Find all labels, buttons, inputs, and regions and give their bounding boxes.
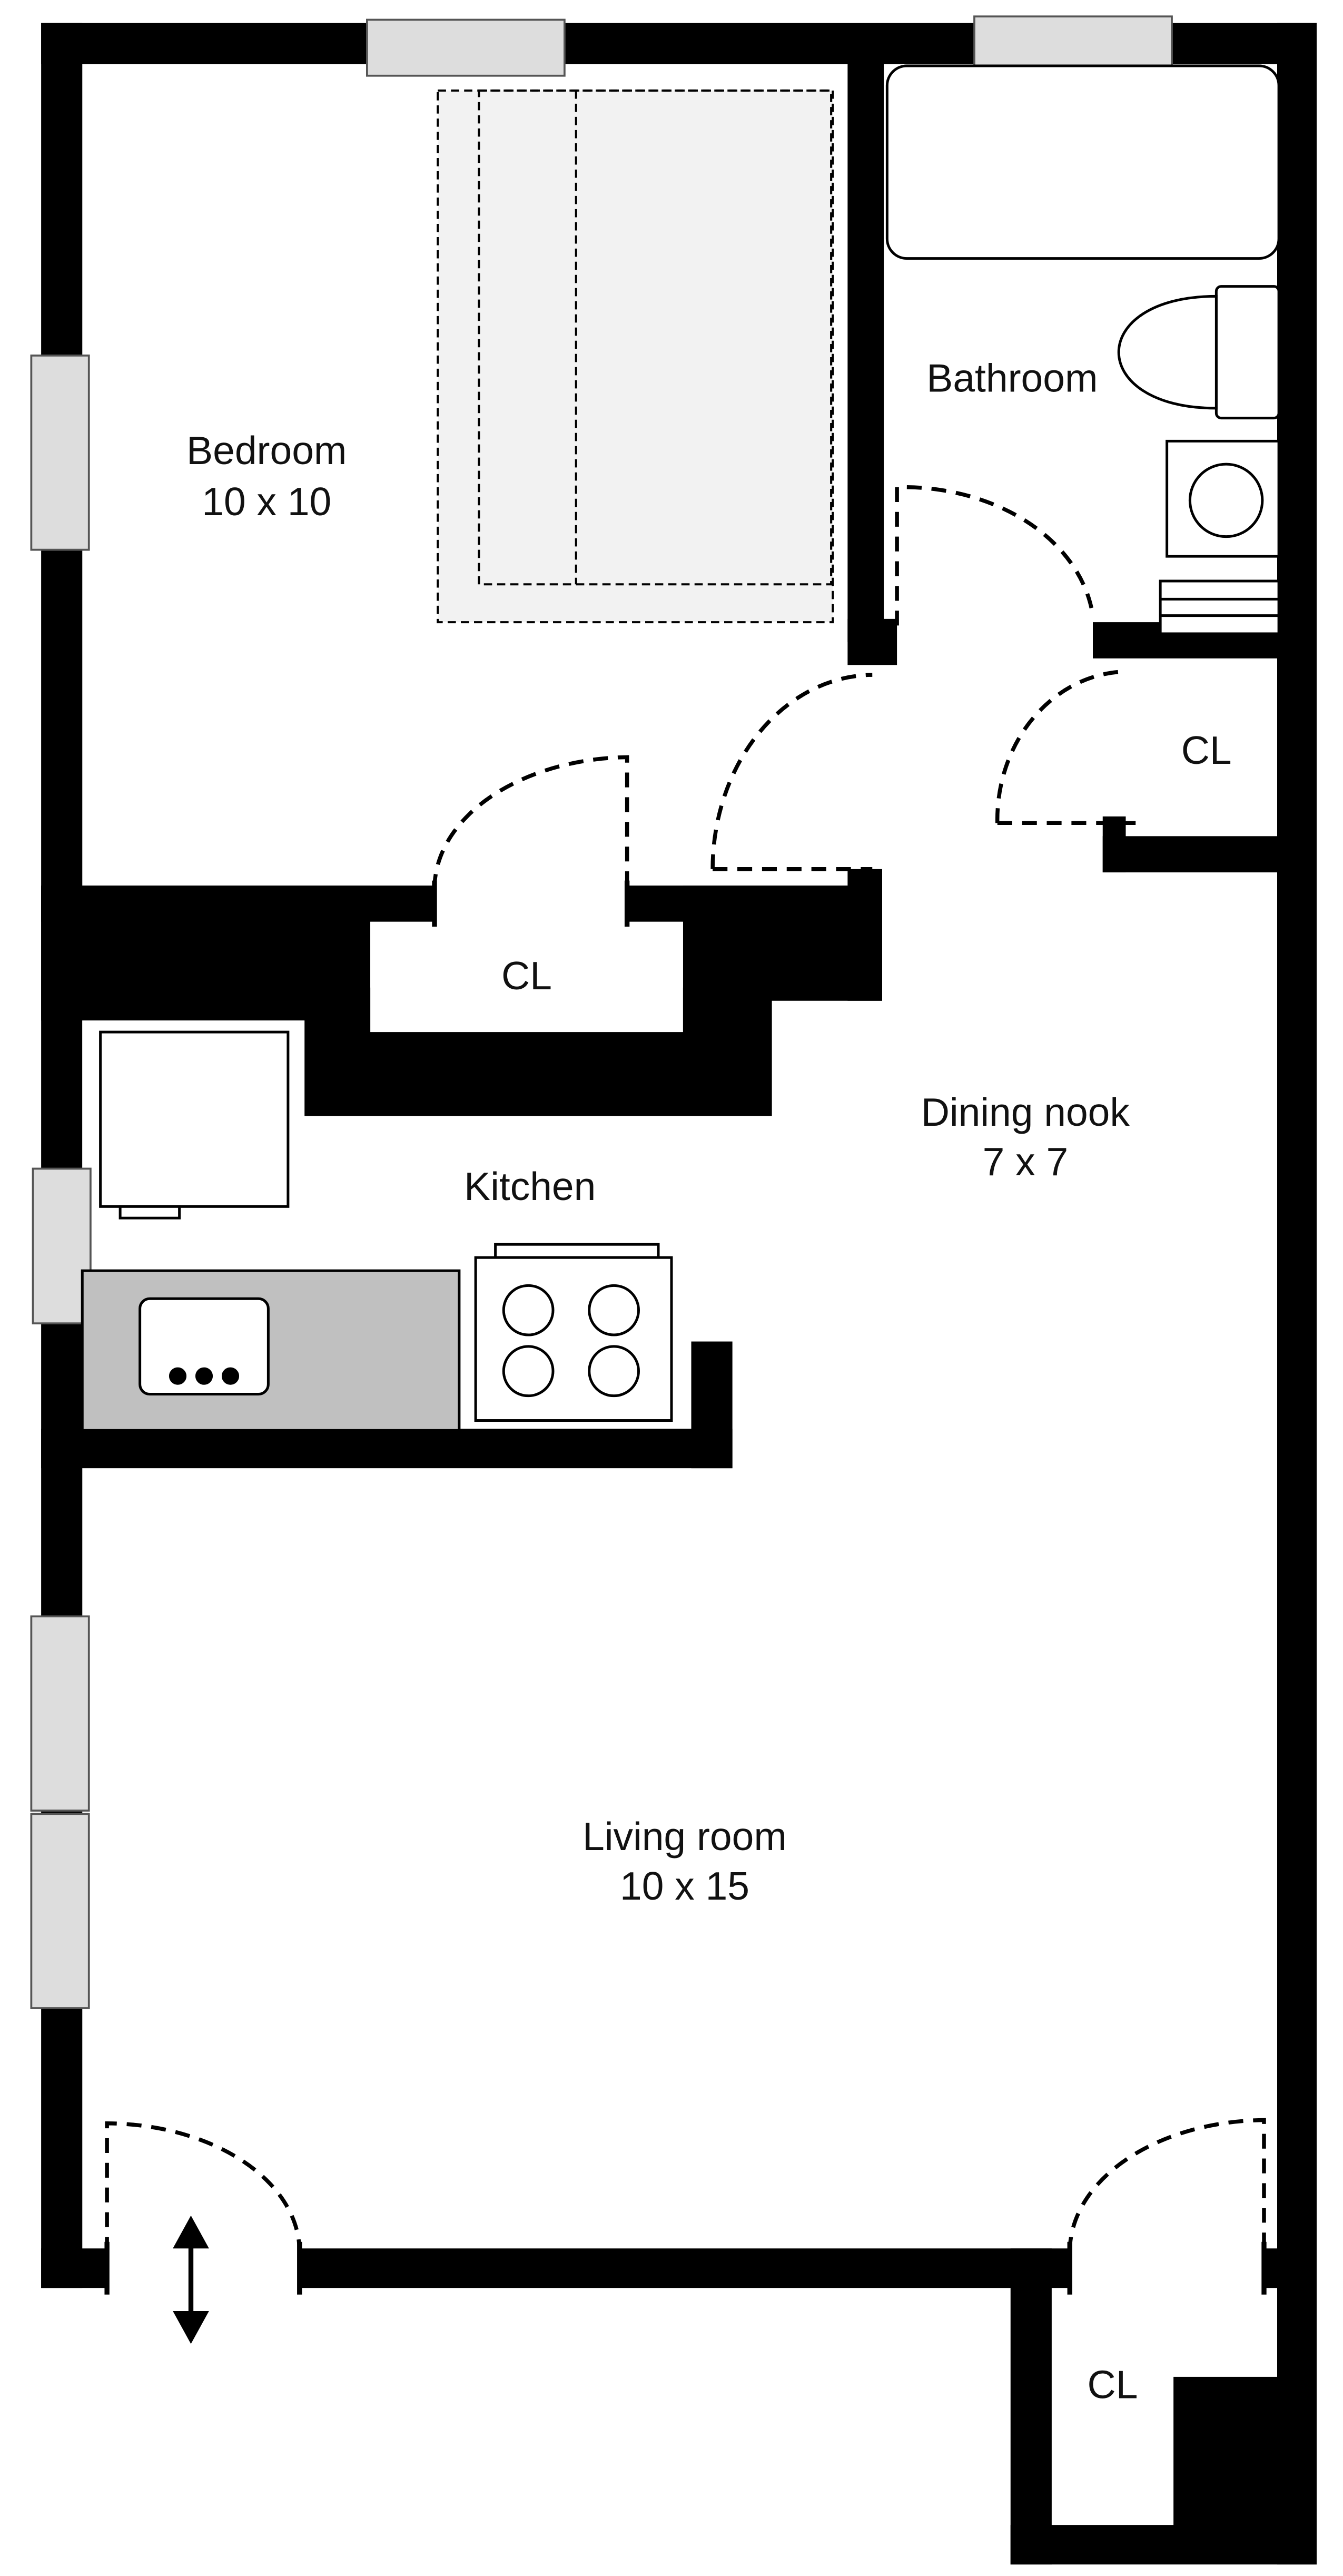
wall-mass-column	[847, 869, 882, 1001]
bed-outline	[437, 89, 834, 624]
double-arrow-icon	[173, 2215, 209, 2344]
window-living-left-2	[30, 1813, 90, 2009]
stove	[474, 1256, 673, 1422]
wall-bottom-right-stub	[1262, 2248, 1317, 2288]
window-kitchen-left	[32, 1167, 92, 1325]
labels: Bedroom 10 x 10 Bathroom Dining nook 7 x…	[186, 356, 1231, 2407]
wall-dining-closet-bottom	[1102, 836, 1277, 873]
door-entrance	[105, 2121, 302, 2252]
bathroom-fixtures	[885, 64, 1280, 635]
bedroom-closet-label: CL	[501, 953, 552, 998]
dining-size: 7 x 7	[983, 1139, 1069, 1184]
bedroom-size: 10 x 10	[202, 479, 331, 524]
wall-kitchen-end	[691, 1341, 733, 1469]
wall-bottom-mid	[299, 2248, 1070, 2288]
bathtub	[885, 64, 1280, 260]
wall-bedroom-door-jamb	[847, 618, 897, 665]
bed	[437, 89, 834, 624]
window-bedroom-top	[366, 18, 566, 77]
washer-drum	[1188, 463, 1264, 538]
wall-bedroom-bathroom	[847, 56, 884, 642]
doors	[105, 485, 1266, 2252]
burner-1	[502, 1284, 555, 1336]
toilet-tank	[1214, 285, 1280, 420]
dining-closet-label: CL	[1181, 728, 1232, 772]
living-size: 10 x 15	[620, 1864, 749, 1908]
refrigerator-handle	[118, 1205, 181, 1220]
wall-right	[1277, 23, 1317, 2565]
sink-knob-3	[221, 1367, 240, 1385]
window-living-left-1	[30, 1615, 90, 1812]
wall-kitchen-bottom	[41, 1429, 733, 1469]
window-bathroom-top	[973, 15, 1173, 74]
entry-closet-label: CL	[1088, 2363, 1138, 2407]
wall-closet-bottom	[1010, 2525, 1317, 2565]
kitchen-name: Kitchen	[464, 1164, 596, 1208]
door-entry-closet	[1068, 2118, 1266, 2252]
wall-closet-left	[1010, 2248, 1052, 2565]
living-name: Living room	[582, 1814, 787, 1859]
shelf-unit	[1159, 579, 1280, 635]
door-bedroom-closet	[432, 755, 629, 889]
door-dining-closet	[995, 670, 1124, 823]
sink-knob-2	[195, 1367, 213, 1385]
wall-closet-block	[1173, 2376, 1277, 2529]
window-bedroom-left	[30, 355, 90, 551]
refrigerator	[99, 1030, 290, 1208]
bedroom-name: Bedroom	[186, 428, 347, 473]
burner-2	[588, 1284, 640, 1336]
burner-4	[588, 1345, 640, 1398]
windows	[30, 15, 1173, 2009]
bathroom-name: Bathroom	[926, 356, 1098, 400]
wall-dining-closet-jamb	[1102, 816, 1126, 873]
dining-name: Dining nook	[921, 1090, 1130, 1134]
door-jambs	[104, 880, 1267, 2295]
wall-bottom-left	[41, 2248, 107, 2288]
door-bedroom	[710, 673, 873, 869]
kitchen-fixtures	[81, 1030, 673, 1432]
sink-knob-1	[169, 1367, 187, 1385]
door-bathroom	[895, 485, 1095, 626]
stove-back	[494, 1243, 660, 1259]
burner-3	[502, 1345, 555, 1398]
bed-mattress	[478, 89, 833, 586]
toilet-bowl	[1117, 294, 1218, 410]
bedroom-closet-interior	[370, 921, 683, 1033]
